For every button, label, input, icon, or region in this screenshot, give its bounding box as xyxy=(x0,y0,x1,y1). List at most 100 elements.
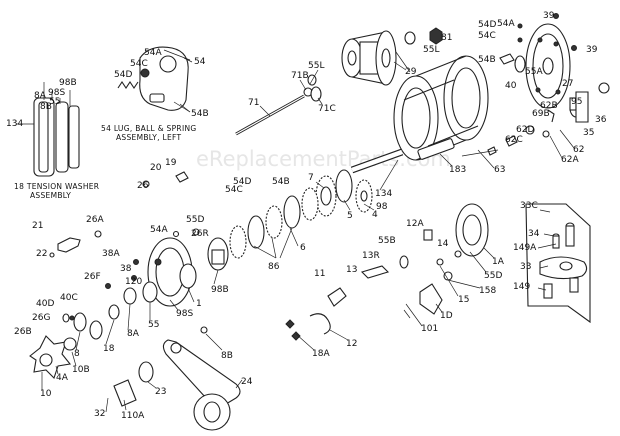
lever-parts-group xyxy=(285,203,489,341)
leader-line xyxy=(309,69,319,85)
leader-line xyxy=(259,105,271,117)
part-label-69b: 69B xyxy=(532,109,550,119)
part-label-36: 36 xyxy=(595,115,607,125)
part-label-38a: 38A xyxy=(102,249,120,259)
part-label-1: 1 xyxy=(196,299,202,309)
part-label-110a: 110A xyxy=(121,411,145,421)
part-label-23: 23 xyxy=(155,387,166,397)
part-label-6: 6 xyxy=(300,243,306,253)
lug-ball-spring-caption-2: ASSEMBLY, LEFT xyxy=(116,133,182,142)
lug-ball-spring-inset: 54 LUG, BALL & SPRING ASSEMBLY, LEFT xyxy=(101,46,196,142)
leader-line xyxy=(315,181,325,189)
tension-washer-assembly-inset: 18 TENSION WASHER ASSEMBLY xyxy=(14,82,99,200)
leader-line xyxy=(213,269,219,285)
part-label-8b-ins: 8B xyxy=(40,102,52,112)
leader-line xyxy=(75,331,81,351)
gear-stack-part xyxy=(207,169,373,271)
leader-line xyxy=(55,365,59,375)
leader-line xyxy=(447,279,481,289)
left-side-plate-part xyxy=(89,228,200,340)
part-label-33: 33 xyxy=(520,262,531,272)
leader-line xyxy=(439,265,459,297)
part-label-39a: 39 xyxy=(543,11,555,21)
part-label-40c: 40C xyxy=(60,293,78,303)
part-label-34: 34 xyxy=(528,229,540,239)
part-label-95: 95 xyxy=(571,97,582,107)
part-label-40d: 40D xyxy=(36,299,54,309)
clicker-parts-group xyxy=(461,109,555,157)
leader-line xyxy=(539,265,549,269)
part-label-134-ins: 134 xyxy=(6,119,23,129)
part-label-54c-tr: 54C xyxy=(478,31,496,41)
part-label-21: 21 xyxy=(32,221,43,231)
main-shaft-part xyxy=(235,74,404,174)
part-label-71b: 71B xyxy=(291,71,309,81)
leader-line xyxy=(317,97,323,105)
part-label-54d-tr: 54D xyxy=(478,20,496,30)
leader-line xyxy=(205,333,223,351)
part-label-98s-ins: 98S xyxy=(48,88,65,98)
part-label-62a: 62A xyxy=(561,155,579,165)
leader-line xyxy=(127,303,131,331)
part-label-8b: 8B xyxy=(221,351,233,361)
leader-line xyxy=(405,303,423,327)
part-label-18a: 18A xyxy=(312,349,330,359)
part-label-120: 120 xyxy=(125,277,142,287)
part-label-35: 35 xyxy=(583,128,594,138)
tension-washer-caption-2: ASSEMBLY xyxy=(30,191,71,200)
part-label-10: 10 xyxy=(40,389,52,399)
part-label-19: 19 xyxy=(165,158,177,168)
star-drag-part xyxy=(29,171,189,380)
part-label-8a-ins: 8A xyxy=(34,91,47,101)
part-label-62d: 62D xyxy=(516,125,534,135)
leader-line xyxy=(235,379,243,389)
part-label-71: 71 xyxy=(248,98,259,108)
part-label-33c: 33C xyxy=(520,201,538,211)
leader-line xyxy=(537,243,557,249)
part-label-55a: 55A xyxy=(525,67,543,77)
part-label-5: 5 xyxy=(347,211,353,221)
leader-line xyxy=(379,159,399,191)
part-label-24: 24 xyxy=(241,377,253,387)
part-label-12a: 12A xyxy=(406,219,424,229)
leader-line xyxy=(289,227,299,247)
part-label-18: 18 xyxy=(103,344,115,354)
part-label-62c: 62C xyxy=(505,135,523,145)
part-label-26: 26 xyxy=(137,181,149,191)
part-label-158: 158 xyxy=(479,286,496,296)
lug-ball-spring-caption-1: 54 LUG, BALL & SPRING xyxy=(101,124,196,133)
part-label-54a-tr: 54A xyxy=(497,19,515,29)
part-label-54d-m: 54D xyxy=(233,177,251,187)
part-label-26r: 26R xyxy=(191,229,209,239)
leader-line xyxy=(105,319,115,345)
part-label-10b: 10B xyxy=(72,365,90,375)
part-label-149: 149 xyxy=(513,282,530,292)
leader-line xyxy=(169,299,179,311)
part-label-13r: 13R xyxy=(362,251,380,261)
part-label-55l-b: 55L xyxy=(308,61,324,71)
right-side-plate-part xyxy=(499,13,610,123)
part-label-26b: 26B xyxy=(14,327,32,337)
leader-line xyxy=(559,129,575,149)
leader-line xyxy=(435,303,443,313)
part-label-134: 134 xyxy=(375,189,392,199)
leader-line xyxy=(187,287,195,303)
leader-line xyxy=(469,251,487,273)
leader-line xyxy=(179,103,191,113)
part-label-86: 86 xyxy=(268,262,280,272)
part-label-81: 81 xyxy=(441,33,452,43)
part-label-26a: 26A xyxy=(86,215,104,225)
leader-line xyxy=(295,333,315,351)
part-label-55d-m: 55D xyxy=(186,215,204,225)
part-label-98b: 98B xyxy=(211,285,229,295)
part-label-98s: 98S xyxy=(176,309,193,319)
part-label-13: 13 xyxy=(346,265,357,275)
leader-line xyxy=(483,247,495,259)
part-label-55l: 55L xyxy=(423,45,439,55)
reel-frame-part xyxy=(393,55,489,161)
leader-line xyxy=(123,399,127,411)
part-label-54c-ins: 54C xyxy=(130,59,148,69)
part-label-15: 15 xyxy=(458,295,469,305)
